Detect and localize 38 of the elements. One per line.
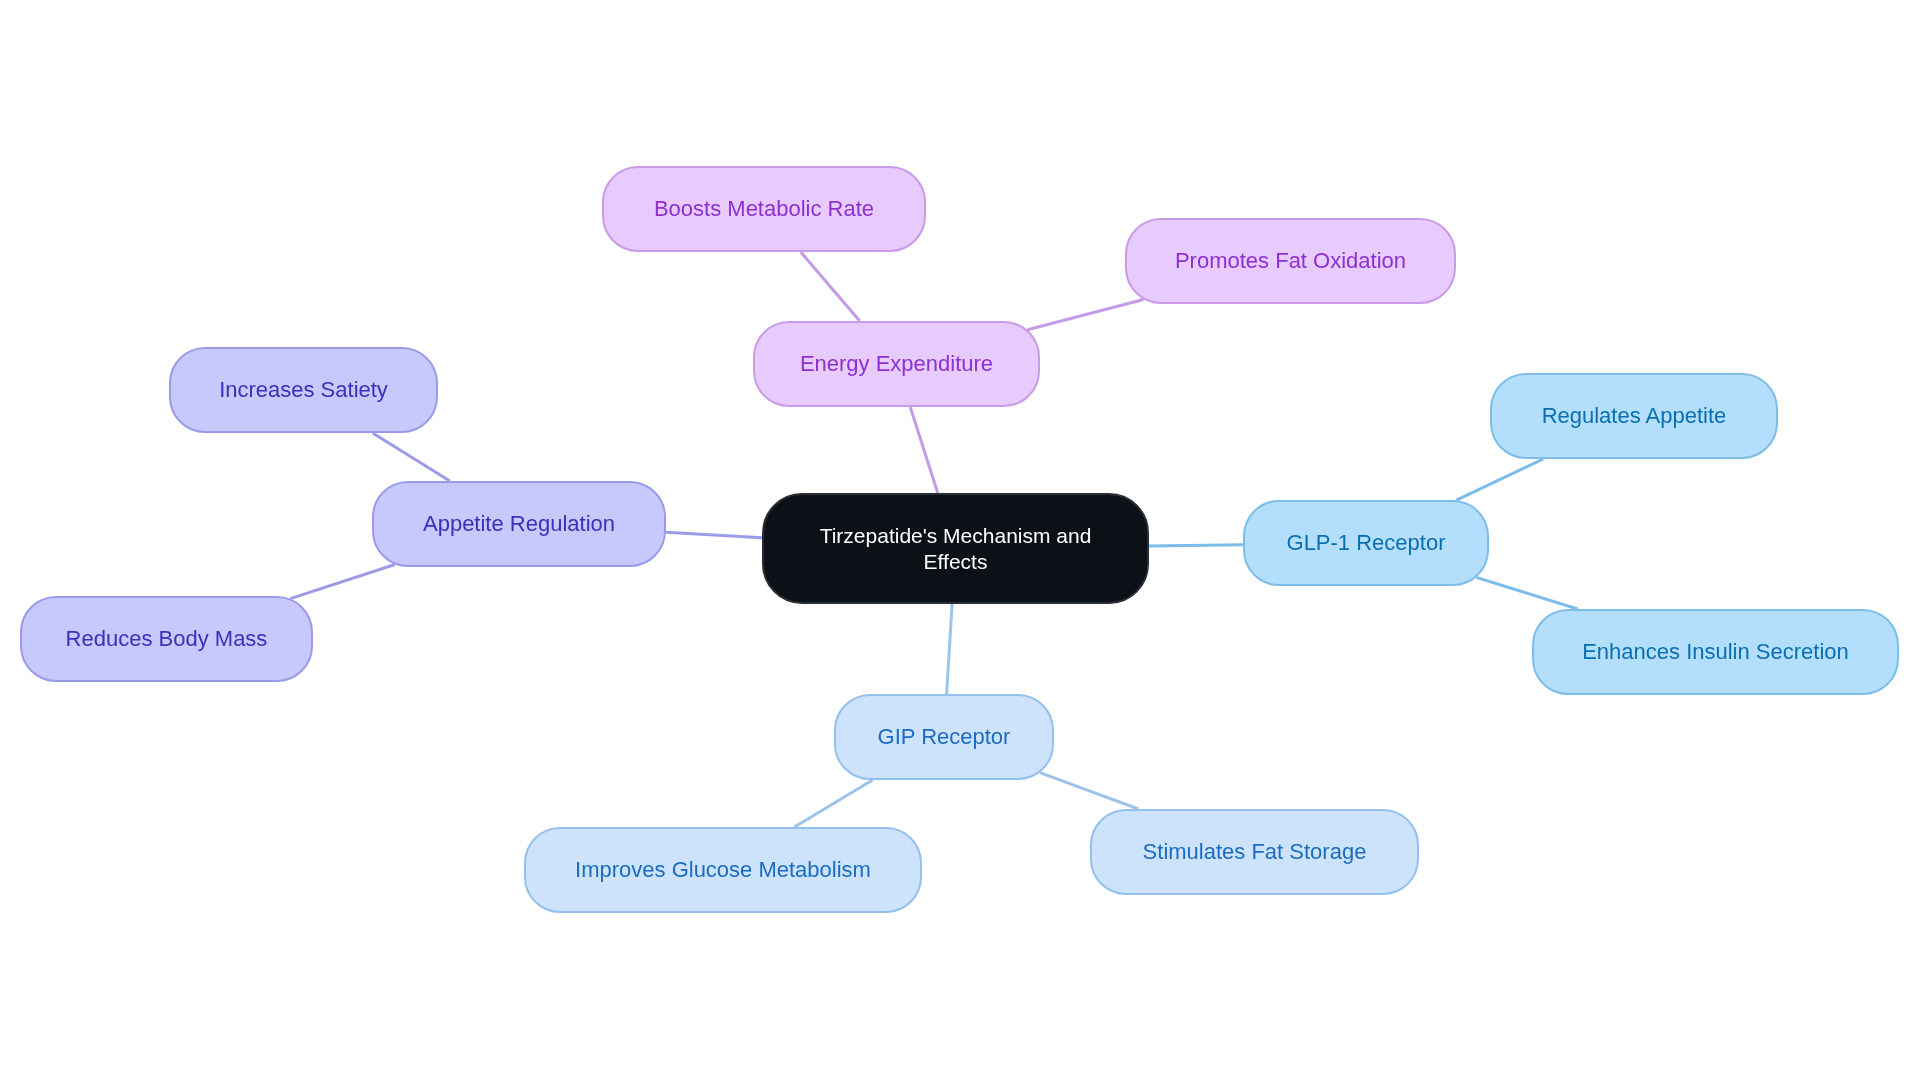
node-label: GLP-1 Receptor: [1286, 529, 1446, 557]
topic-pill: [1125, 218, 1456, 304]
connector-line: [1475, 575, 1579, 611]
node-label: Promotes Fat Oxidation: [1174, 247, 1407, 275]
topic-pill: [602, 166, 926, 252]
topic-pill: [524, 827, 922, 913]
connector-line: [1148, 543, 1244, 548]
topic-pill: [372, 481, 666, 567]
topic-pill: [1090, 809, 1419, 895]
topic-pill: [1532, 609, 1899, 695]
topic-pill: [834, 694, 1054, 780]
node-label: Reduces Body Mass: [65, 625, 268, 653]
connector-line: [793, 778, 874, 829]
connector-line: [665, 530, 763, 540]
node-label: Appetite Regulation: [423, 510, 615, 538]
connector-line: [289, 563, 396, 600]
connector-line: [945, 603, 954, 695]
node-label: Enhances Insulin Secretion: [1582, 638, 1849, 666]
topic-pill: [20, 596, 313, 682]
connector-line: [1027, 298, 1144, 332]
node-label: Regulates Appetite: [1541, 402, 1727, 430]
node-label: GIP Receptor: [877, 723, 1011, 751]
node-label: Tirzepatide's Mechanism and Effects: [818, 522, 1093, 575]
node-label: Stimulates Fat Storage: [1142, 838, 1367, 866]
connector-line: [1039, 771, 1139, 811]
node-label: Improves Glucose Metabolism: [575, 856, 871, 884]
node-label: Energy Expenditure: [799, 350, 994, 378]
node-label: Boosts Metabolic Rate: [653, 195, 875, 223]
topic-pill: [169, 347, 438, 433]
topic-pill: [1490, 373, 1778, 459]
connector-line: [1455, 457, 1544, 502]
central-topic-box: [762, 493, 1149, 604]
node-label: Increases Satiety: [219, 376, 388, 404]
topic-pill: [753, 321, 1040, 407]
connector-line: [799, 251, 861, 322]
connector-line: [371, 431, 451, 483]
topic-pill: [1243, 500, 1489, 586]
connector-line: [908, 406, 940, 494]
